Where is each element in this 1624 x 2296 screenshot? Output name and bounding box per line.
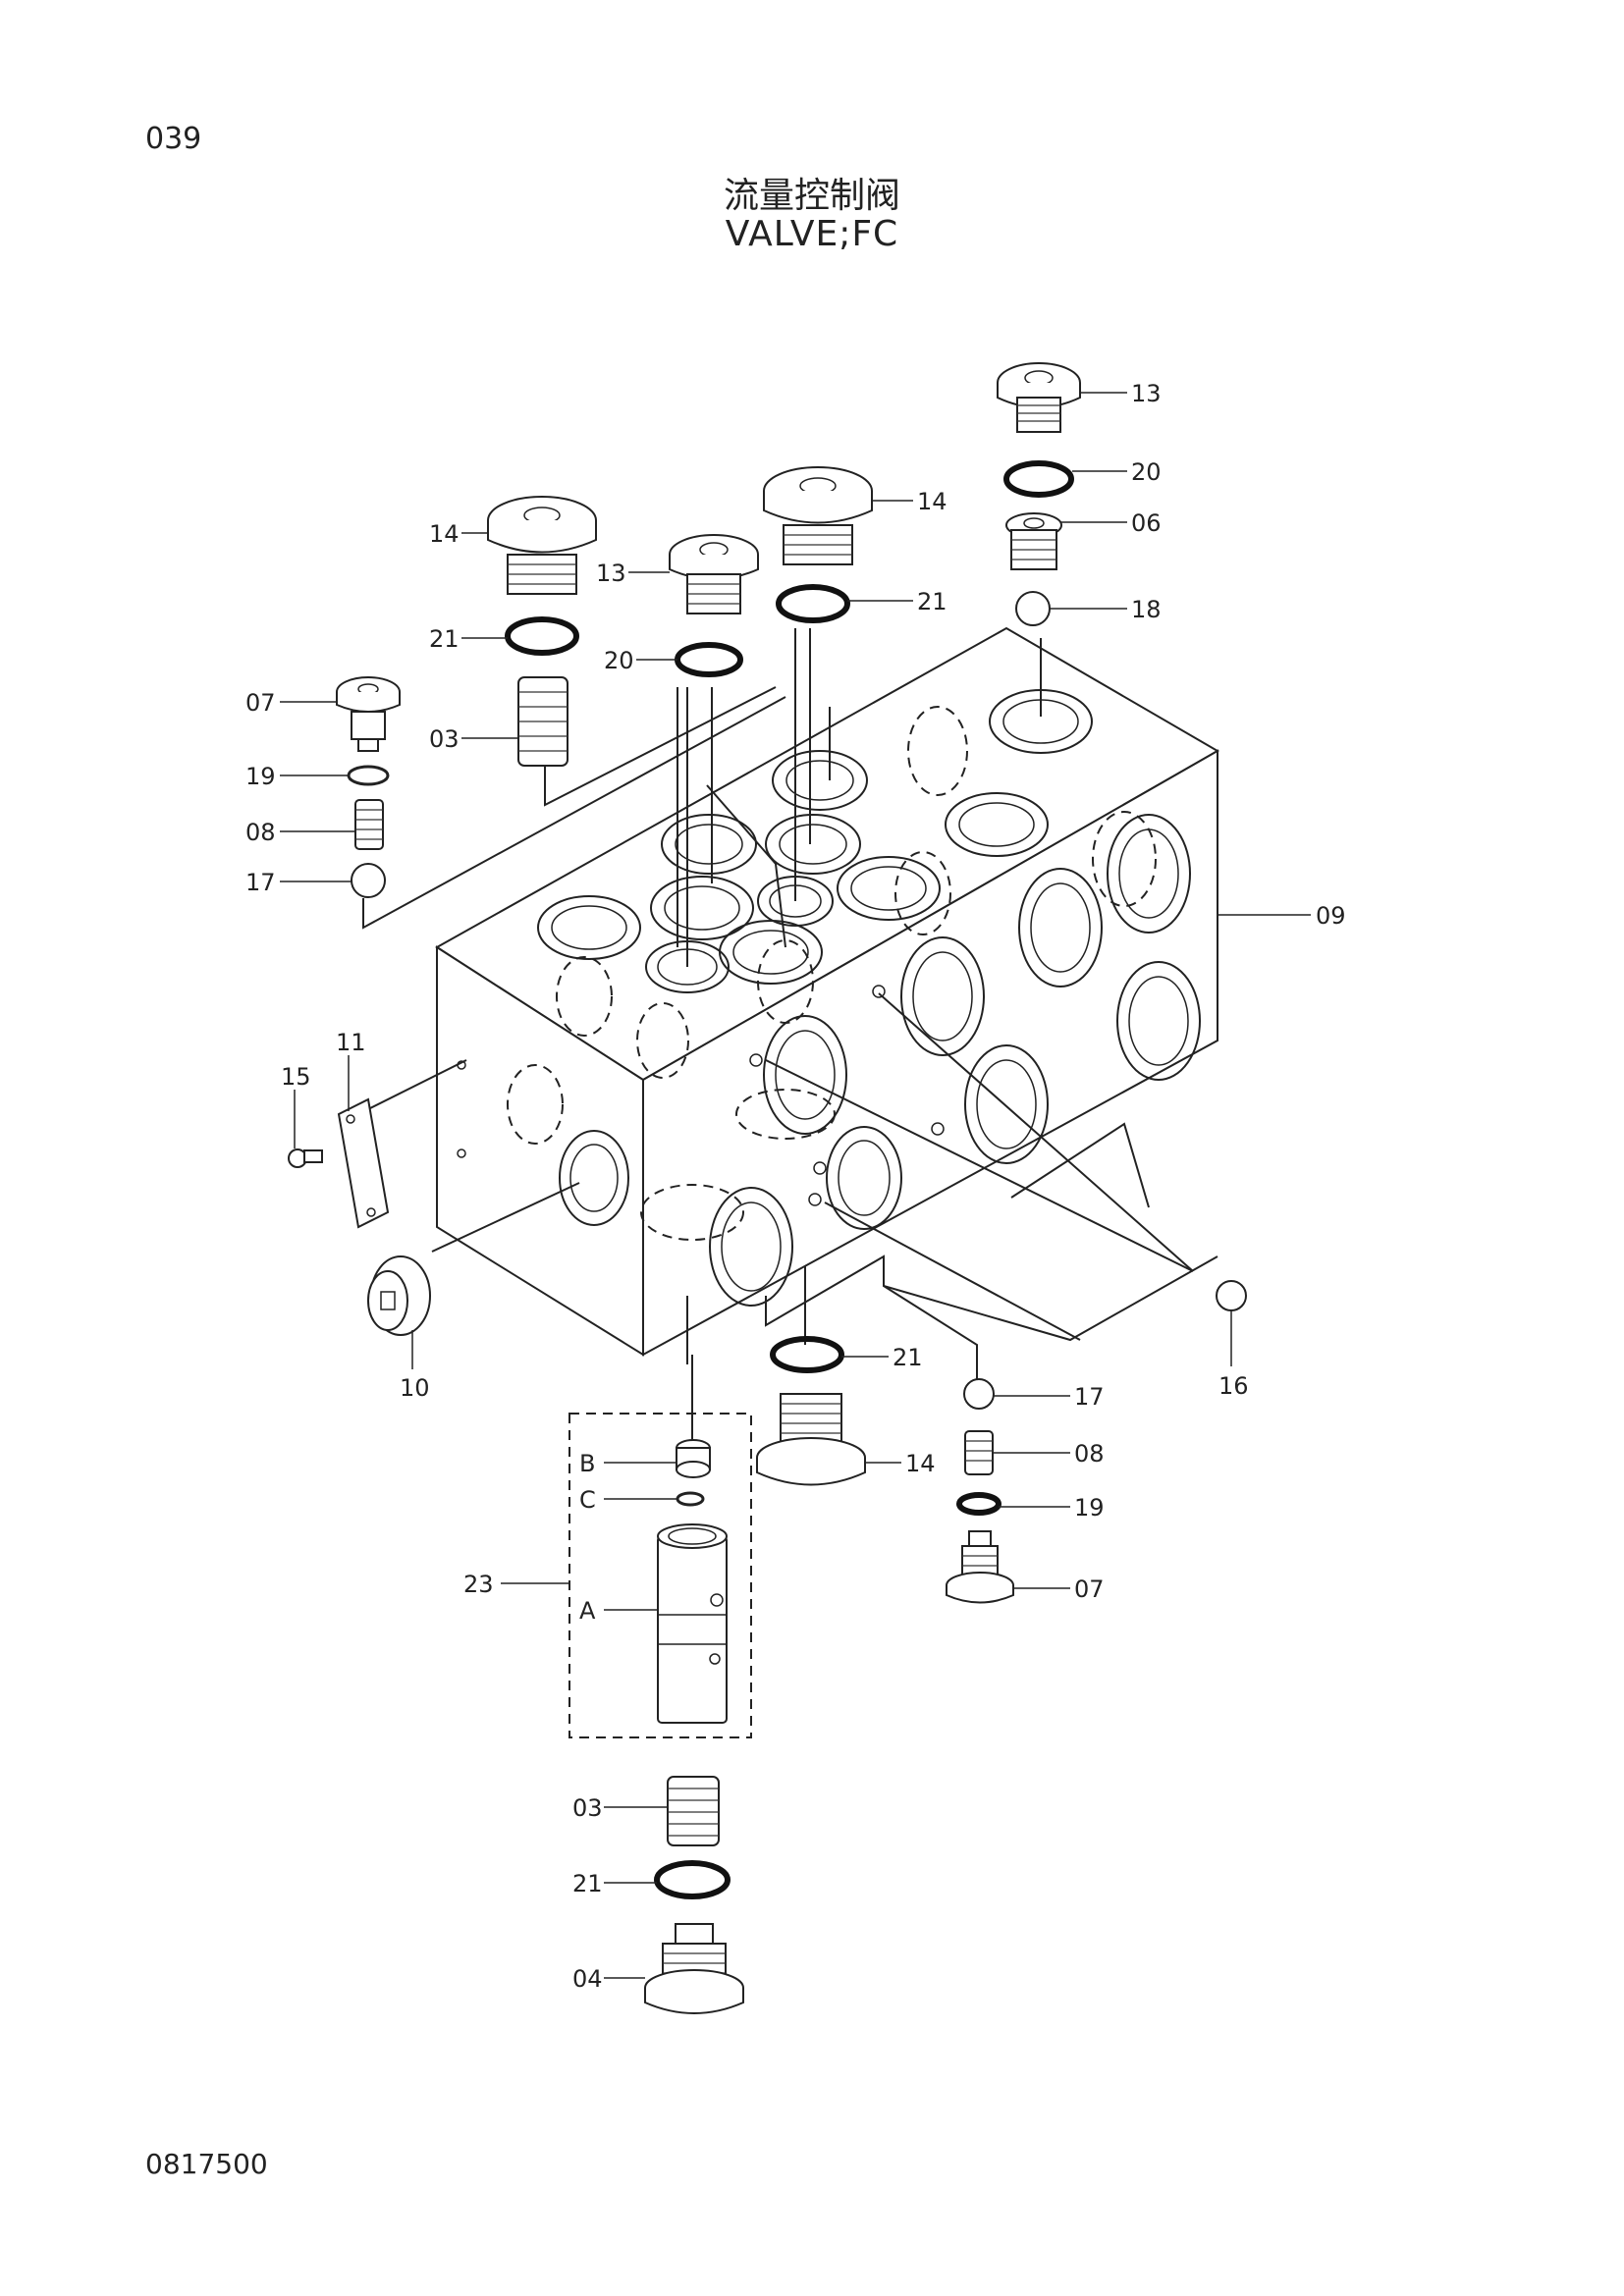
part-14-plug-top-center <box>763 466 873 565</box>
callout-A: A <box>579 1597 596 1625</box>
callout-18: 18 <box>1131 596 1162 623</box>
callout-17-left: 17 <box>245 869 276 896</box>
callout-08-left: 08 <box>245 819 276 846</box>
callout-11: 11 <box>336 1029 366 1056</box>
part-14-plug-bottom-center <box>756 1393 866 1486</box>
callout-14-top-center: 14 <box>917 488 947 515</box>
callout-labels: 13 20 06 18 14 21 14 13 21 20 07 03 19 0… <box>245 380 1346 1993</box>
callout-19-right: 19 <box>1074 1494 1105 1522</box>
page-number: 039 <box>145 122 202 156</box>
leader-lines <box>362 628 1194 1738</box>
callout-16: 16 <box>1218 1372 1249 1400</box>
callout-03-bottom: 03 <box>572 1794 603 1822</box>
part-20-oring-mid <box>675 642 743 677</box>
part-21-oring-bottom <box>654 1860 731 1899</box>
part-18-ball <box>1015 591 1051 626</box>
callout-21-bottom: 21 <box>572 1870 603 1897</box>
part-11-cover-plate <box>337 1097 390 1229</box>
callout-08-right: 08 <box>1074 1440 1105 1468</box>
front-face-ports <box>457 956 689 1226</box>
callout-21-top-center: 21 <box>917 588 947 615</box>
part-08-spring-right <box>964 1430 994 1475</box>
part-15-screw <box>288 1148 323 1168</box>
callout-10: 10 <box>400 1374 430 1402</box>
part-19-oring-left <box>347 765 390 786</box>
title-english: VALVE;FC <box>725 214 899 254</box>
callout-03-top-left: 03 <box>429 725 460 753</box>
callout-07-right: 07 <box>1074 1575 1105 1603</box>
part-20-oring-top-right <box>1003 460 1074 498</box>
callout-21-bottom-center: 21 <box>893 1344 923 1371</box>
part-07-plug-left <box>336 676 401 752</box>
callout-17-right: 17 <box>1074 1383 1105 1411</box>
callout-20-top-right: 20 <box>1131 458 1162 486</box>
callout-06: 06 <box>1131 509 1162 537</box>
part-16-ball <box>1216 1280 1247 1311</box>
callout-13-mid: 13 <box>596 560 626 587</box>
callout-B: B <box>579 1450 595 1477</box>
part-17-ball-right <box>963 1378 995 1410</box>
part-13-plug-mid <box>669 534 759 614</box>
callout-21-top-left: 21 <box>429 625 460 653</box>
callout-07-left: 07 <box>245 689 276 717</box>
part-21-oring-top-center <box>776 584 850 623</box>
part-06-plug <box>1005 512 1062 570</box>
callout-14-top-left: 14 <box>429 520 460 548</box>
part-C-ring <box>676 1491 705 1507</box>
part-21-oring-bottom-center <box>770 1336 844 1373</box>
drawing-number: 0817500 <box>145 2148 268 2180</box>
callout-15: 15 <box>281 1063 311 1091</box>
part-07-plug-right <box>946 1530 1014 1604</box>
part-B-collar <box>676 1439 711 1478</box>
callout-09: 09 <box>1316 902 1346 930</box>
part-21-oring-top-left <box>505 616 579 656</box>
part-14-plug-top-left <box>487 496 597 595</box>
part-19-oring-right <box>956 1492 1001 1516</box>
callout-14-bottom-center: 14 <box>905 1450 936 1477</box>
part-03-spring-bottom <box>667 1776 720 1846</box>
part-03-spring-top-left <box>517 676 568 767</box>
callout-20-mid: 20 <box>604 647 634 674</box>
part-A-spool <box>657 1523 728 1724</box>
callout-23: 23 <box>463 1571 494 1598</box>
right-face-ports <box>640 811 1201 1307</box>
title-chinese: 流量控制阀 <box>723 176 900 216</box>
part-10-plug <box>367 1255 431 1336</box>
part-17-ball-left <box>351 863 386 898</box>
part-08-spring-left <box>354 799 384 850</box>
callout-04: 04 <box>572 1965 603 1993</box>
callout-13-top-right: 13 <box>1131 380 1162 407</box>
callout-leaders <box>280 392 1311 1979</box>
callout-C: C <box>579 1486 596 1514</box>
valve-body <box>435 626 1220 1364</box>
callout-19-left: 19 <box>245 763 276 790</box>
part-13-plug-top-right <box>997 362 1081 433</box>
part-04-plug <box>644 1923 744 2014</box>
